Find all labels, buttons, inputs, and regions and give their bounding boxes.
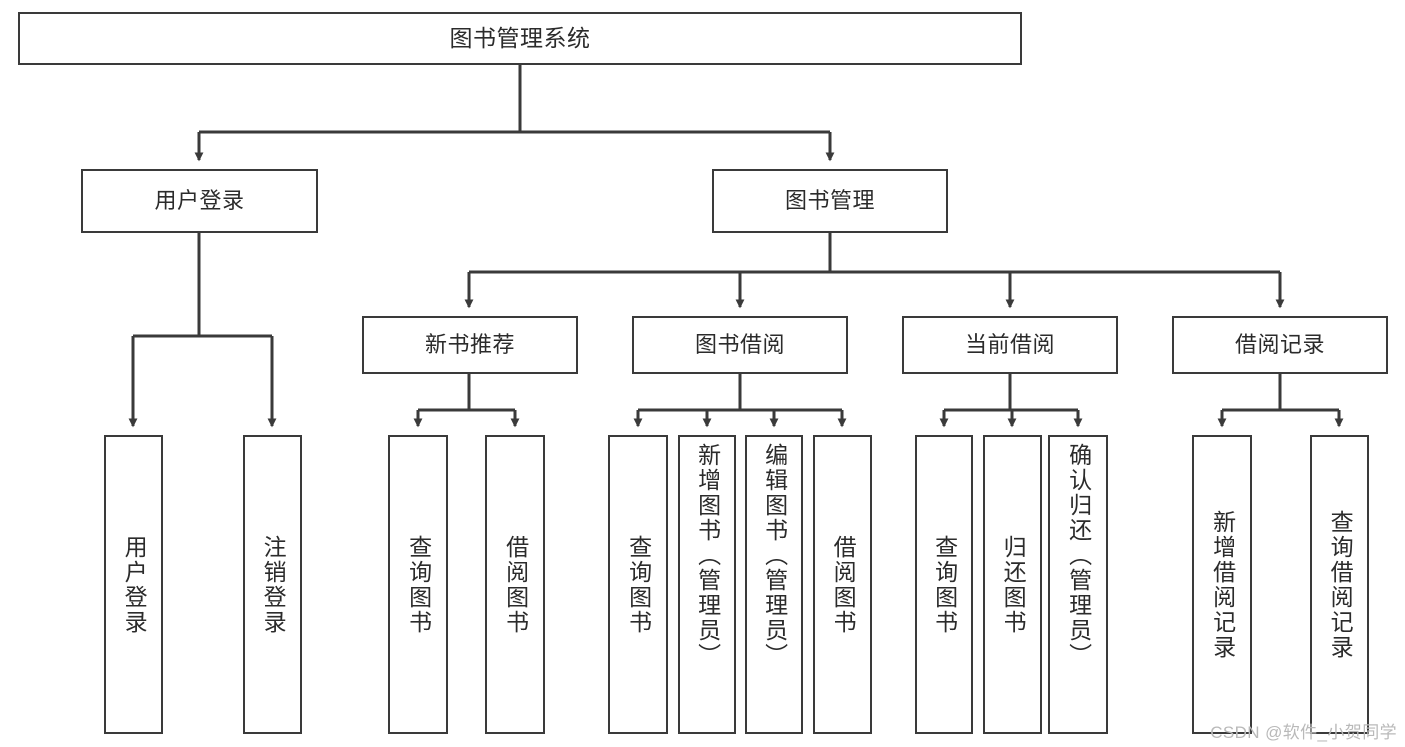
node-leaf-query-book-2[interactable]: 查询图书 bbox=[608, 435, 668, 734]
node-leaf-query-record[interactable]: 查询借阅记录 bbox=[1310, 435, 1369, 734]
node-root-system[interactable]: 图书管理系统 bbox=[18, 12, 1022, 65]
node-label: 借阅图书 bbox=[830, 534, 857, 635]
node-label: 查询借阅记录 bbox=[1327, 509, 1354, 660]
node-leaf-user-login[interactable]: 用户登录 bbox=[104, 435, 163, 734]
node-label: 图书借阅 bbox=[694, 332, 785, 358]
node-label: 确认归还（管理员） bbox=[1065, 443, 1092, 668]
node-leaf-add-book[interactable]: 新增图书（管理员） bbox=[678, 435, 736, 734]
node-label: 编辑图书（管理员） bbox=[761, 443, 788, 668]
node-label: 注销登录 bbox=[260, 534, 287, 635]
node-borrow-record[interactable]: 借阅记录 bbox=[1172, 316, 1388, 374]
node-label: 当前借阅 bbox=[964, 332, 1055, 358]
node-label: 图书管理 bbox=[784, 188, 875, 214]
node-user-login[interactable]: 用户登录 bbox=[81, 169, 318, 233]
node-label: 查询图书 bbox=[405, 534, 432, 635]
node-leaf-edit-book[interactable]: 编辑图书（管理员） bbox=[745, 435, 803, 734]
node-leaf-logout-login[interactable]: 注销登录 bbox=[243, 435, 302, 734]
node-label: 借阅记录 bbox=[1234, 332, 1325, 358]
node-label: 查询图书 bbox=[625, 534, 652, 635]
node-leaf-query-book-3[interactable]: 查询图书 bbox=[915, 435, 973, 734]
node-leaf-borrow-book-1[interactable]: 借阅图书 bbox=[485, 435, 545, 734]
node-label: 新增借阅记录 bbox=[1209, 509, 1236, 660]
node-leaf-add-record[interactable]: 新增借阅记录 bbox=[1192, 435, 1252, 734]
node-label: 查询图书 bbox=[931, 534, 958, 635]
node-label: 归还图书 bbox=[1000, 534, 1027, 635]
node-label: 借阅图书 bbox=[502, 534, 529, 635]
node-label: 新增图书（管理员） bbox=[694, 443, 721, 668]
node-leaf-borrow-book-2[interactable]: 借阅图书 bbox=[813, 435, 872, 734]
node-book-borrow[interactable]: 图书借阅 bbox=[632, 316, 848, 374]
node-label: 图书管理系统 bbox=[449, 25, 591, 52]
node-leaf-query-book-1[interactable]: 查询图书 bbox=[388, 435, 448, 734]
node-leaf-return-book[interactable]: 归还图书 bbox=[983, 435, 1042, 734]
watermark: CSDN @软件_小贺同学 bbox=[1210, 723, 1397, 742]
node-new-book-recommend[interactable]: 新书推荐 bbox=[362, 316, 578, 374]
node-label: 用户登录 bbox=[121, 534, 148, 635]
node-label: 用户登录 bbox=[154, 188, 245, 214]
node-current-borrow[interactable]: 当前借阅 bbox=[902, 316, 1118, 374]
node-label: 新书推荐 bbox=[424, 332, 515, 358]
node-leaf-confirm-return[interactable]: 确认归还（管理员） bbox=[1048, 435, 1108, 734]
node-book-management[interactable]: 图书管理 bbox=[712, 169, 948, 233]
